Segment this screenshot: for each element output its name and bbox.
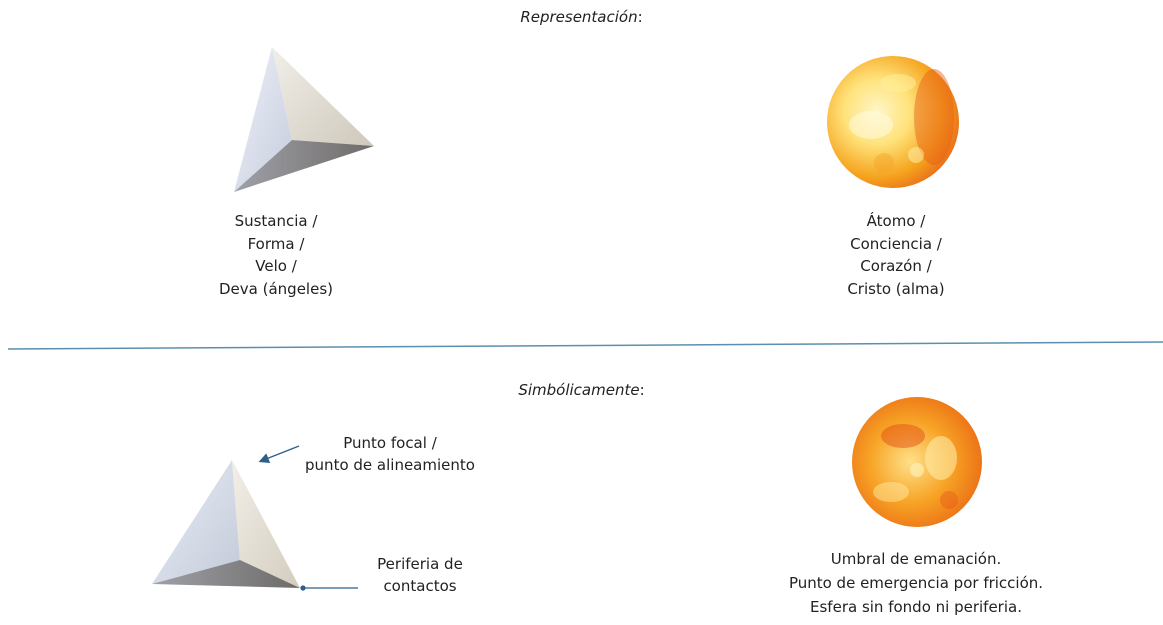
atomo-label-line: Átomo / xyxy=(866,212,926,230)
atomo-label-line: Conciencia / xyxy=(850,234,942,253)
periferia-line: Periferia de xyxy=(377,555,463,573)
representacion-heading-colon: : xyxy=(637,8,643,26)
umbral-label: Umbral de emanación. Punto de emergencia… xyxy=(736,547,1096,619)
sun-sphere-bottom-image xyxy=(852,397,982,527)
simbolicamente-heading-text: Simbólicamente xyxy=(518,381,640,399)
atomo-label: Átomo / Conciencia / Corazón / Cristo (a… xyxy=(816,210,976,300)
representacion-heading-text: Representación xyxy=(520,8,638,26)
representacion-heading: Representación: xyxy=(0,8,1163,26)
sustancia-label: Sustancia / Forma / Velo / Deva (ángeles… xyxy=(196,210,356,300)
simbolicamente-heading: Simbólicamente: xyxy=(0,381,1163,399)
sustancia-label-line: Velo / xyxy=(255,257,297,275)
atomo-label-line: Cristo (alma) xyxy=(847,279,945,298)
umbral-label-line: Punto de emergencia por fricción. xyxy=(788,574,1044,592)
tetrahedron-bottom-image xyxy=(152,460,300,588)
sustancia-label-line: Forma / xyxy=(247,234,305,253)
atomo-label-line: Corazón / xyxy=(860,257,932,275)
tetrahedron-top-image xyxy=(234,47,374,192)
sustancia-label-line: Deva (ángeles) xyxy=(219,279,333,298)
periferia-line: contactos xyxy=(383,577,457,595)
punto-focal-annotation: Punto focal / punto de alineamiento xyxy=(270,432,510,476)
umbral-label-line: Esfera sin fondo ni periferia. xyxy=(810,598,1022,616)
simbolicamente-heading-colon: : xyxy=(639,381,645,399)
sustancia-label-line: Sustancia / xyxy=(234,212,318,230)
punto-focal-line: Punto focal / xyxy=(343,434,437,452)
punto-focal-line: punto de alineamiento xyxy=(305,456,475,474)
periferia-annotation: Periferia de contactos xyxy=(360,553,480,597)
sun-sphere-top-image xyxy=(827,56,959,188)
umbral-label-line: Umbral de emanación. xyxy=(830,550,1002,568)
